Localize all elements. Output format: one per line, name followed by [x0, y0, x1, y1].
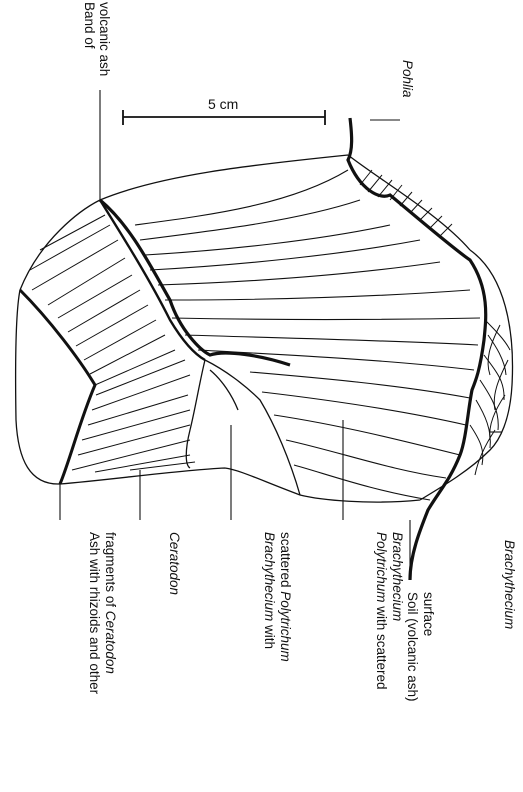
label-soil-line2: surface — [421, 592, 436, 636]
scale-bar-label: 5 cm — [208, 96, 238, 112]
label-ceratodon: Ceratodon — [167, 532, 182, 595]
label-brachy-plain2: scattered — [278, 532, 293, 591]
brachythecium-patch-line — [210, 370, 238, 410]
label-polytrichum-italic1: Polytrichum — [374, 532, 389, 603]
brachythecium-patch-outline — [186, 360, 300, 495]
label-soil-line1: Soil (volcanic ash) — [405, 592, 420, 702]
ceratodon-boundary — [20, 290, 95, 484]
soil-surface-line — [348, 118, 486, 580]
ash-band-line — [100, 200, 290, 365]
label-band-line2: volcanic ash — [97, 2, 112, 76]
brachythecium-right-pattern — [470, 320, 510, 475]
label-brachy-italic1: Brachythecium — [262, 532, 277, 621]
label-polytrichum-italic2: Brachythecium — [390, 532, 405, 621]
label-polytrichum-plain1: with scattered — [374, 603, 389, 690]
label-ash-line2-plain: fragments of — [103, 532, 118, 611]
pohlia-hatching — [360, 170, 452, 236]
label-ash-line2-italic: Ceratodon — [103, 611, 118, 674]
label-pohlia: Pohlia — [400, 60, 415, 98]
label-ash-line1: Ash with rhizoids and other — [87, 532, 102, 695]
label-ash-line2: fragments of Ceratodon — [103, 532, 118, 674]
label-polytrichum-line1: Polytrichum with scattered — [374, 532, 389, 690]
scale-bar: 5 cm — [123, 96, 325, 125]
label-brachythecium-right: Brachythecium — [502, 540, 517, 629]
label-brachy-plain1: with — [262, 621, 277, 649]
label-brachy-line1: Brachythecium with — [262, 532, 277, 649]
label-band-line1: Band of — [82, 2, 97, 49]
label-brachy-italic2: Polytrichum — [278, 591, 293, 662]
label-brachy-line2: scattered Polytrichum — [278, 532, 293, 662]
leader-lines — [60, 90, 502, 580]
